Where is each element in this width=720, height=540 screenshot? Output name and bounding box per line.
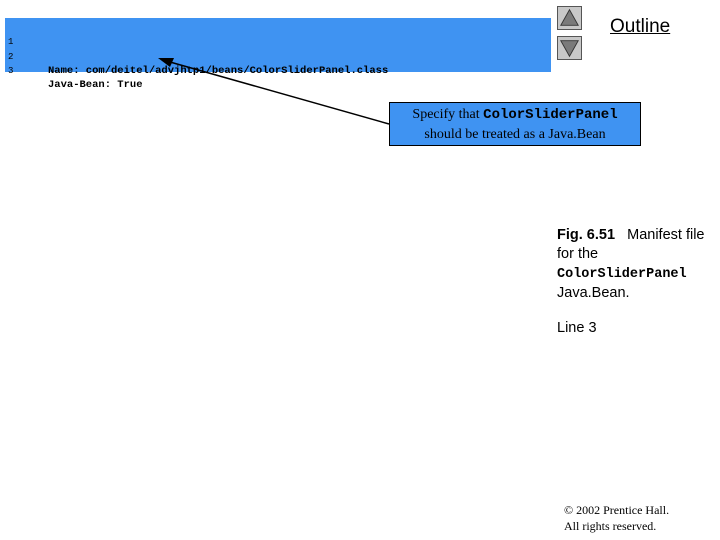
line-number: 2: [8, 52, 14, 62]
caption-text: Manifest file for the: [557, 227, 705, 262]
triangle-up-icon: [560, 8, 579, 26]
line-number: 3: [8, 66, 14, 76]
code-text: Name: com/deitel/advjhtp1/beans/ColorSli…: [48, 65, 389, 77]
code-listing-panel: 1 2 Name: com/deitel/advjhtp1/beans/Colo…: [5, 18, 551, 91]
line-reference: Line 3: [557, 320, 597, 336]
figure-caption: Fig. 6.51 Manifest file for the ColorSli…: [557, 226, 717, 303]
figure-label: Fig. 6.51: [557, 227, 616, 243]
code-line-1: 1: [5, 21, 30, 47]
code-line-2: 2 Name: com/deitel/advjhtp1/beans/ColorS…: [5, 36, 388, 77]
copyright-line: All rights reserved.: [564, 519, 657, 533]
previous-slide-button[interactable]: [557, 6, 582, 30]
caption-class-name: ColorSliderPanel: [557, 267, 687, 282]
callout-box: Specify that ColorSliderPanel should be …: [389, 102, 641, 146]
triangle-down-icon: [560, 40, 579, 58]
caption-text: Java.Bean.: [557, 285, 630, 301]
next-slide-button[interactable]: [557, 36, 582, 60]
code-line-3: 3 Java-Bean: True: [5, 50, 143, 91]
copyright-notice: © 2002 Prentice Hall. All rights reserve…: [564, 502, 669, 534]
outline-link[interactable]: Outline: [610, 16, 671, 37]
line-number: 1: [8, 37, 14, 47]
callout-text: Specify that: [412, 107, 484, 122]
callout-class-name: ColorSliderPanel: [483, 107, 618, 123]
callout-text: should be treated as a Java.Bean: [424, 127, 606, 142]
copyright-line: © 2002 Prentice Hall.: [564, 503, 670, 517]
code-text: Java-Bean: True: [48, 79, 143, 91]
